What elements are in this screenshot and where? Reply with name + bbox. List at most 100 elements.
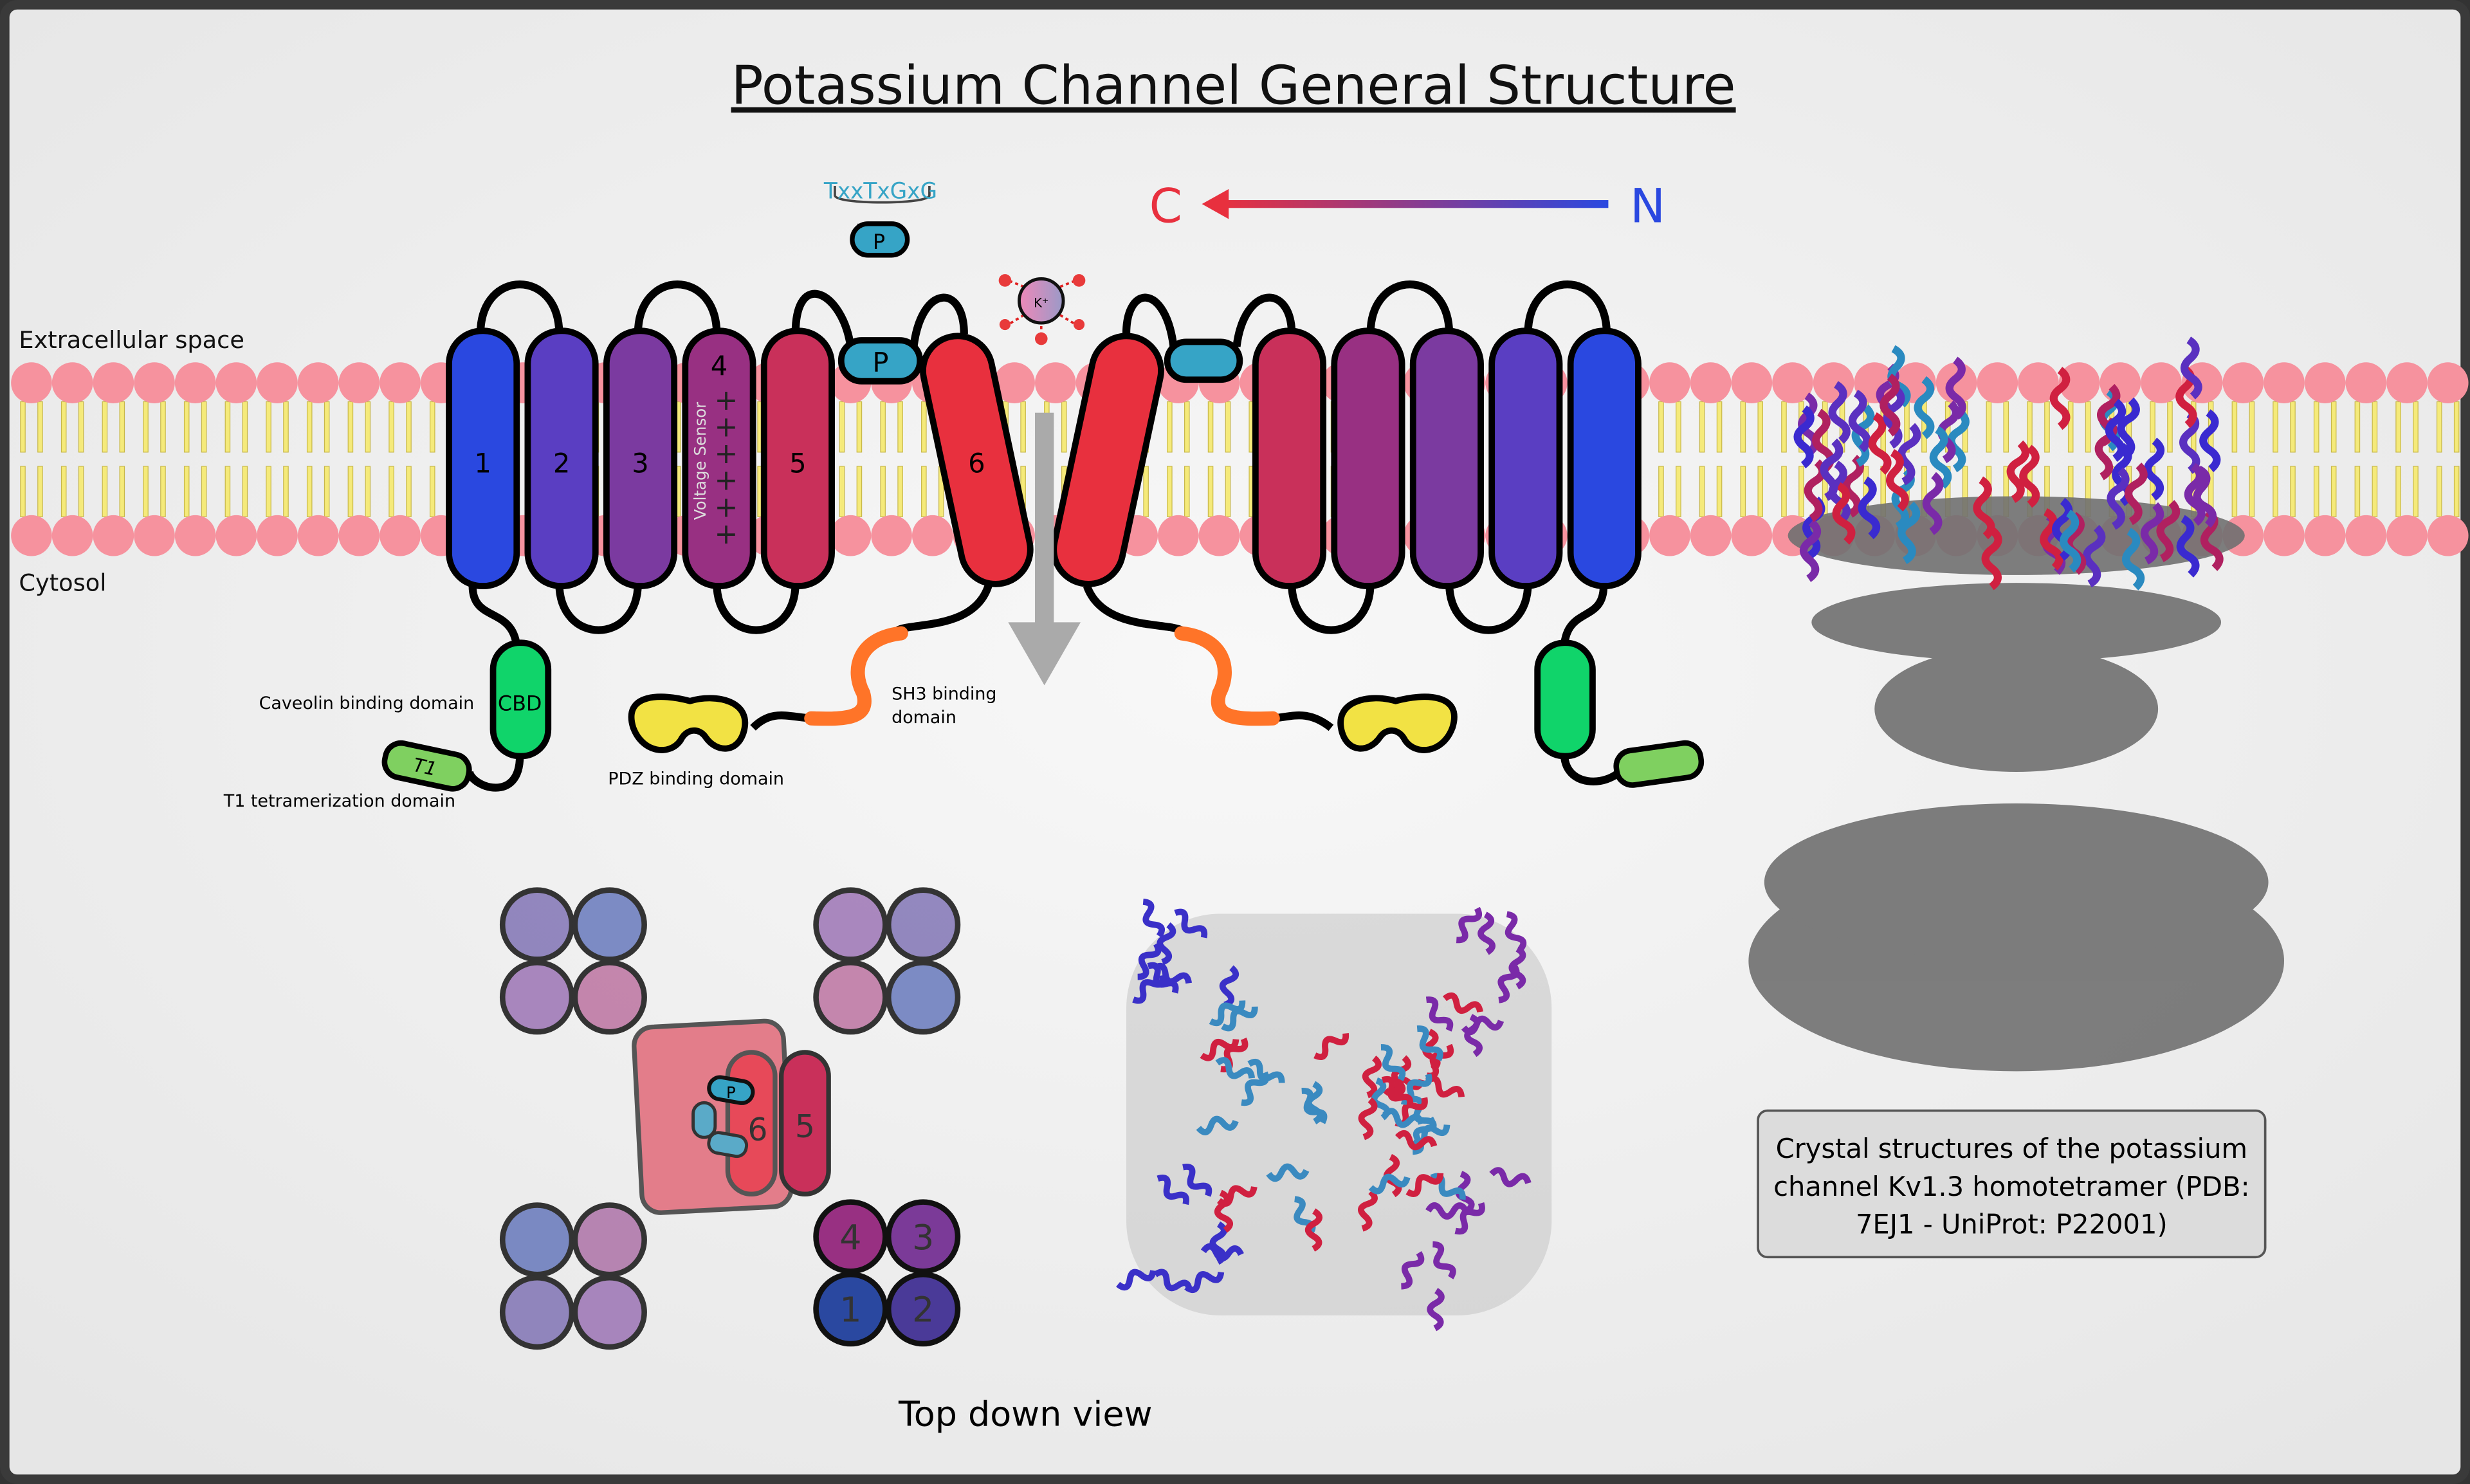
lipid-head xyxy=(52,362,93,403)
lipid-tail xyxy=(2168,402,2172,452)
crystal-structure-top-view xyxy=(1116,899,1551,1328)
voltage-sensor-label: Voltage Sensor xyxy=(691,401,709,520)
lipid-head xyxy=(1158,515,1199,556)
pore-label: P xyxy=(872,347,888,378)
lipid-tail xyxy=(2396,402,2401,452)
lipid-tail xyxy=(2291,402,2295,452)
lipid-tail xyxy=(1167,402,1172,452)
lipid-tail xyxy=(307,466,312,517)
lipid-head xyxy=(298,362,339,403)
lipid-tail xyxy=(1659,402,1663,452)
lipid-head xyxy=(2264,362,2305,403)
helix-number: 4 xyxy=(711,350,727,381)
lipid-tail xyxy=(225,466,230,517)
lipid-head xyxy=(2428,362,2469,403)
lipid-tail xyxy=(922,402,926,452)
lipid-tail xyxy=(78,466,83,517)
lipid-head xyxy=(175,362,216,403)
helix-number: 5 xyxy=(789,448,806,479)
helix-s2-right xyxy=(1492,331,1559,586)
lipid-tail xyxy=(2085,402,2090,452)
pore-loop-legend: P xyxy=(852,224,908,255)
lipid-tail xyxy=(2455,466,2459,517)
lipid-tail xyxy=(839,466,844,517)
lipid-tail xyxy=(1225,466,1230,517)
lipid-head xyxy=(1977,362,2018,403)
lipid-head xyxy=(1649,362,1690,403)
lipid-head xyxy=(52,515,93,556)
lipid-head xyxy=(380,515,421,556)
t1-label: T1 xyxy=(411,754,439,780)
helix-number: 3 xyxy=(912,1217,934,1258)
lipid-tail xyxy=(348,402,352,452)
lipid-head xyxy=(380,362,421,403)
lipid-tail xyxy=(898,466,902,517)
lipid-tail xyxy=(21,402,25,452)
lipid-head xyxy=(93,515,134,556)
lipid-tail xyxy=(1717,466,1721,517)
lipid-tail xyxy=(307,402,312,452)
lipid-tail xyxy=(857,466,861,517)
lipid-head xyxy=(2428,515,2469,556)
lipid-tail xyxy=(1699,402,1704,452)
lipid-tail xyxy=(242,466,247,517)
lipid-tail xyxy=(1225,402,1230,452)
lipid-head xyxy=(1731,362,1772,403)
pore-loop-top xyxy=(693,1103,715,1137)
pore-loop-right xyxy=(1167,342,1240,380)
helix-circle xyxy=(816,890,886,960)
lipid-tail xyxy=(2232,466,2237,517)
lipid-tail xyxy=(1758,402,1762,452)
t1-domain-label: T1 tetramerization domain xyxy=(223,791,455,811)
helix-number: 5 xyxy=(795,1108,815,1145)
lipid-head xyxy=(216,362,257,403)
lipid-head xyxy=(830,515,872,556)
cbd-label: CBD xyxy=(498,692,542,716)
lipid-tail xyxy=(201,402,206,452)
ion-label: K⁺ xyxy=(1034,296,1048,311)
lipid-tail xyxy=(1659,466,1663,517)
lipid-tail xyxy=(161,466,165,517)
helix-circle xyxy=(888,890,958,960)
helix-number: 2 xyxy=(553,448,570,479)
lipid-tail xyxy=(839,402,844,452)
lipid-head xyxy=(2386,515,2428,556)
lipid-tail xyxy=(857,402,861,452)
lipid-head xyxy=(1731,515,1772,556)
helix-s3-right xyxy=(1413,331,1481,586)
lipid-tail xyxy=(120,402,124,452)
lipid-tail xyxy=(2413,402,2418,452)
helix-number: 6 xyxy=(968,448,985,479)
helix-number: 1 xyxy=(474,448,491,479)
lipid-head xyxy=(2305,515,2346,556)
lipid-tail xyxy=(2314,466,2319,517)
helix-circle xyxy=(575,962,645,1032)
lipid-tail xyxy=(2004,402,2008,452)
lipid-tail xyxy=(2273,466,2278,517)
lipid-tail xyxy=(102,466,107,517)
helix-circle xyxy=(816,962,886,1032)
lipid-tail xyxy=(1062,402,1066,452)
lipid-tail xyxy=(2331,466,2336,517)
lipid-head xyxy=(2386,362,2428,403)
lipid-tail xyxy=(389,466,394,517)
helix-s4-right xyxy=(1334,331,1402,586)
lipid-tail xyxy=(21,466,25,517)
lipid-head xyxy=(216,515,257,556)
lipid-tail xyxy=(1922,402,1926,452)
lipid-tail xyxy=(2372,466,2377,517)
lipid-head xyxy=(1649,515,1690,556)
lipid-tail xyxy=(1717,402,1721,452)
helix-number: 2 xyxy=(912,1290,934,1330)
caption-line-1: Crystal structures of the potassium xyxy=(1776,1133,2247,1164)
helix-circle xyxy=(502,1278,572,1347)
lipid-tail xyxy=(1021,402,1025,452)
lipid-tail xyxy=(407,402,411,452)
lipid-head xyxy=(339,515,380,556)
caption-line-2: channel Kv1.3 homotetramer (PDB: xyxy=(1773,1171,2250,1202)
lipid-tail xyxy=(324,402,329,452)
lipid-tail xyxy=(102,402,107,452)
lipid-head xyxy=(2305,362,2346,403)
lipid-head xyxy=(339,362,380,403)
pore-loop-left: P xyxy=(841,340,920,381)
